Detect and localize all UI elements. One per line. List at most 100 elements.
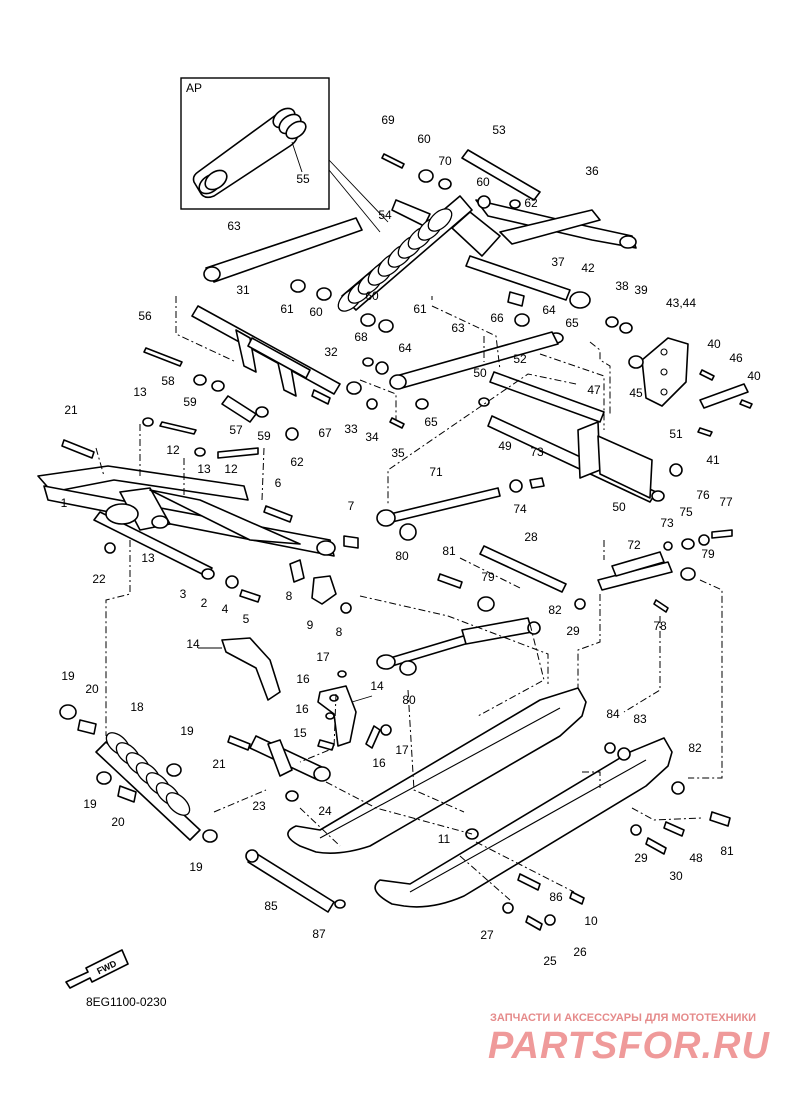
part-callout: 55	[296, 172, 310, 186]
part-callout: 57	[229, 423, 243, 437]
part-callout: 52	[513, 352, 527, 366]
part-callout: 66	[490, 311, 504, 325]
part-callout: 37	[551, 255, 565, 269]
part-callout: 47	[587, 383, 601, 397]
pivot-bracket-9	[289, 559, 352, 614]
diagram-code: 8EG1100-0230	[86, 995, 167, 1009]
part-callout: 43,44	[666, 296, 696, 310]
part-callout: 70	[438, 154, 452, 168]
part-callout: 26	[573, 945, 587, 959]
part-callout: 71	[429, 465, 443, 479]
part-callout: 63	[451, 321, 465, 335]
part-callout: 31	[236, 283, 250, 297]
part-callout: 48	[689, 851, 703, 865]
part-callout: 6	[275, 476, 282, 490]
part-callout: 68	[354, 330, 368, 344]
part-callout: 82	[688, 741, 702, 755]
part-callout: 8	[286, 589, 293, 603]
part-callout: 69	[381, 113, 395, 127]
leader-lines	[95, 296, 723, 901]
part-callout: 24	[318, 804, 332, 818]
part-callout: 50	[473, 366, 487, 380]
part-callout: 25	[543, 954, 557, 968]
part-callout: 35	[391, 446, 405, 460]
part-callout: 21	[64, 403, 78, 417]
part-callout: 50	[612, 500, 626, 514]
part-callout: 42	[581, 261, 595, 275]
part-callout: 3	[180, 587, 187, 601]
inset-label: AP	[186, 81, 202, 95]
part-callout: 60	[476, 175, 490, 189]
part-callout: 87	[312, 927, 326, 941]
part-callout: 76	[696, 488, 710, 502]
part-callout: 67	[318, 426, 332, 440]
part-callout: 36	[585, 164, 599, 178]
watermark-logo: PARTSFOR.RU	[488, 1025, 770, 1067]
watermark-tagline: ЗАПЧАСТИ И АКСЕССУАРЫ ДЛЯ МОТОТЕХНИКИ	[490, 1012, 756, 1024]
stopper-parts	[221, 637, 392, 751]
link-rods	[203, 217, 559, 390]
part-callout: 79	[481, 570, 495, 584]
part-callout: 29	[566, 624, 580, 638]
part-callout: 29	[634, 851, 648, 865]
rear-shock-absorber	[337, 195, 473, 312]
part-callout: 7	[348, 499, 355, 513]
part-callout: 49	[498, 439, 512, 453]
part-callout: 74	[513, 502, 527, 516]
part-callout: 16	[296, 672, 310, 686]
part-callout: 12	[166, 443, 180, 457]
bracket-43-44	[628, 337, 753, 409]
part-callout: 65	[424, 415, 438, 429]
part-callout: 34	[365, 430, 379, 444]
part-callout: 5	[243, 612, 250, 626]
part-callout: 73	[660, 516, 674, 530]
part-callout: 18	[130, 700, 144, 714]
part-callout: 62	[290, 455, 304, 469]
front-swing-arm	[37, 417, 359, 603]
part-callout: 12	[224, 462, 238, 476]
front-shock-absorber	[59, 704, 218, 843]
part-callout: 17	[316, 650, 330, 664]
part-callout: 61	[413, 302, 427, 316]
part-callout: 39	[634, 283, 648, 297]
part-callout: 77	[719, 495, 733, 509]
part-callout: 53	[492, 123, 506, 137]
part-callout: 19	[189, 860, 203, 874]
part-callout: 20	[111, 815, 125, 829]
part-callout: 17	[395, 743, 409, 757]
part-callout: 13	[197, 462, 211, 476]
watermark: ЗАПЧАСТИ И АКСЕССУАРЫ ДЛЯ МОТОТЕХНИКИ PA…	[488, 1012, 770, 1067]
part-callout: 30	[669, 869, 683, 883]
part-callout: 10	[584, 914, 598, 928]
gas-damper	[376, 573, 541, 676]
part-callout: 51	[669, 427, 683, 441]
part-callout: 1	[61, 496, 68, 510]
shaft-85	[245, 849, 346, 913]
part-callout: 19	[83, 797, 97, 811]
shafts-52-49	[478, 371, 713, 503]
part-callout: 8	[336, 625, 343, 639]
part-callout: 32	[324, 345, 338, 359]
part-callout: 16	[372, 756, 386, 770]
part-callout: 78	[653, 619, 667, 633]
part-callout: 21	[212, 757, 226, 771]
part-callout: 14	[186, 637, 200, 651]
part-callout: 65	[565, 316, 579, 330]
part-callout: 20	[85, 682, 99, 696]
part-callout: 19	[180, 724, 194, 738]
part-callout: 82	[548, 603, 562, 617]
part-callout: 63	[227, 219, 241, 233]
part-callout: 72	[627, 538, 641, 552]
part-callout: 22	[92, 572, 106, 586]
part-callout: 64	[542, 303, 556, 317]
forward-arrow: FWD	[65, 949, 129, 989]
part-callout: 9	[307, 618, 314, 632]
part-callout: 60	[417, 132, 431, 146]
part-callout: 45	[629, 386, 643, 400]
part-callout: 38	[615, 279, 629, 293]
part-callout: 81	[720, 844, 734, 858]
part-callout: 83	[633, 712, 647, 726]
part-callout: 59	[183, 395, 197, 409]
rods-71-28-72	[376, 477, 733, 613]
